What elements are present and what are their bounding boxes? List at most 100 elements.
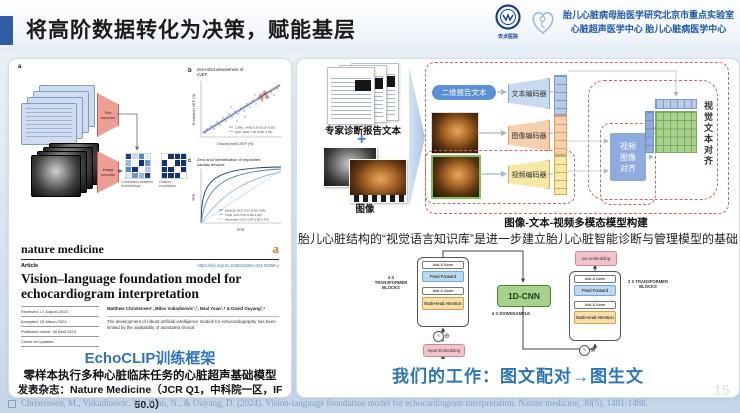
org-block: 安贞医院 胎儿心脏病母胎医学研究北京市重点实验室 心脏超声医学中心 胎儿心脏病医…	[493, 4, 734, 40]
panel-b-legend1: CSMC: MAE 8.30 (8.25–8.35)	[235, 126, 275, 130]
panel-b-xlabel: Ground truth LVEF (%)	[217, 142, 253, 146]
figure-panel-a-label: a	[18, 64, 22, 70]
journal-impact-caption: 发表杂志：Nature Medicine（JCR Q1，中科院一区，IF 50.…	[17, 384, 283, 411]
article-label: Article	[21, 263, 39, 269]
positional-encoding-icon: ∿	[579, 345, 590, 356]
cnn-box: 1D-CNN	[497, 285, 551, 307]
org-line2: 心脏超声医学中心 胎儿心脏病医学中心	[570, 24, 727, 34]
video-col-vector	[645, 111, 654, 153]
hospital-logo-icon	[495, 4, 521, 30]
org-line1: 胎儿心脏病母胎医学研究北京市重点实验室	[562, 10, 734, 20]
add-norm-box: Add & Norm	[422, 287, 464, 295]
video-input-thumb	[431, 155, 481, 199]
page-title: 将高阶数据转化为决策，赋能基层	[26, 19, 356, 42]
pipeline-caption: 图像-文本-视频多模态模型构建	[504, 217, 648, 229]
plus-circle-icon: ⊕	[590, 347, 596, 354]
image-input-thumb	[431, 112, 479, 154]
lvef-scatter-panel: b Zero-shot assessment of LVEF CSMC: MAE…	[188, 67, 282, 146]
citation-bullet-icon	[8, 400, 16, 408]
journal-section: nature medicine a Article https://doi.or…	[21, 241, 279, 347]
add-norm-box: Add & Norm	[574, 301, 616, 309]
desired-correlation-label: Desired correlation	[159, 180, 176, 189]
image-label: 图像	[355, 204, 375, 215]
panel-b-label: b	[188, 68, 192, 74]
multi-head-attention-box: Multi-Head Attention	[574, 311, 616, 324]
title-accent-bar	[0, 16, 13, 45]
open-access-icon: a	[272, 241, 280, 256]
right-transformer-block: Add & Norm Feed Forward Add & Norm Multi…	[569, 271, 621, 341]
echo-input-images	[323, 147, 407, 203]
paper-authors: Matthew Christensen¹, Milos Vukadinovic¹…	[107, 306, 266, 311]
panel-b-title2: LVEF	[197, 72, 208, 77]
video-branch-dashed-box	[425, 150, 575, 204]
visual-text-align-label: 视觉文本对齐	[703, 101, 713, 167]
input-embedding-box: Input Embedding	[423, 344, 465, 357]
panel-c-legend1: MitraClip (AUC 0.97 (0.95–0.98))	[225, 209, 266, 213]
left-panel-card: a Text encoder Image encoder Correlation…	[8, 58, 292, 411]
text-input-pill: 二维报告文本	[432, 85, 496, 100]
paper-abstract: The development of robust artificial int…	[107, 316, 279, 331]
positional-encoding-icon: ∿	[433, 331, 444, 342]
similarity-matrix	[655, 111, 697, 153]
panel-c-title1: Zero-shot identification of implanted	[197, 157, 260, 162]
video-image-align-dashed-box	[600, 123, 656, 205]
knowledge-base-text: 胎儿心脏结构的“视觉语言知识库”是进一步建立胎儿心脏智能诊断与管理模型的基础	[298, 232, 738, 246]
panel-b-title1: Zero-shot assessment of	[197, 67, 244, 72]
paper-dates: Received: 17 August 2023 Accepted: 28 Ma…	[21, 306, 99, 347]
multi-head-attention-box: Multi-Head Attention	[422, 297, 464, 310]
text-row-vector	[655, 99, 697, 109]
left-transformer-block: Add & Norm Feed Forward Add & Norm Multi…	[417, 257, 469, 327]
correlation-heatmap	[125, 153, 151, 179]
plus-circle-icon: ⊕	[444, 333, 450, 340]
image-encoder-shape: Image encoder	[97, 151, 119, 193]
add-norm-box: Add & Norm	[422, 261, 464, 269]
reports-label: 专家诊断报告文本	[324, 126, 401, 137]
video-image-align-box: 视频 图像 对齐	[610, 133, 646, 181]
our-work-text: 我们的工作：图文配对→图生文	[392, 367, 644, 386]
echoclip-caption: EchoCLIP训练框架	[84, 350, 216, 367]
panel-c-ylabel: TPR	[192, 193, 196, 201]
journal-masthead: nature medicine	[21, 242, 104, 256]
panel-c-legend3: Pacemaker (AUC 0.84 (0.82–0.87))	[225, 218, 269, 222]
report-text-stack	[21, 85, 97, 145]
zero-shot-caption: 零样本执行多种心脏临床任务的心脏超声基础模型	[23, 370, 277, 382]
citation-text: Christensen, M., Vukadinovic, M., Yuan, …	[21, 398, 648, 408]
check-updates-icon[interactable]: Check for updates	[21, 336, 99, 347]
accepted-date: Accepted: 28 March 2024	[21, 316, 99, 326]
right-panel-card: 专家诊断报告文本 + 图像 二维报告文本 文本编码器 图像编码器 视频编码器 视…	[296, 58, 740, 398]
paper-title: Vision–language foundation model for ech…	[21, 271, 242, 301]
feed-forward-box: Feed Forward	[574, 285, 616, 296]
fetal-heart-logo	[532, 11, 554, 34]
roc-panel: c Zero-shot identification of implanted …	[188, 157, 282, 232]
feature-vectors	[554, 75, 567, 195]
published-date: Published online: 30 April 2024	[21, 326, 99, 336]
image-encoder-label: Image encoder	[100, 167, 116, 177]
page-number: 15	[714, 382, 730, 398]
echo-image-stack	[31, 143, 101, 197]
slide-header: 将高阶数据转化为决策，赋能基层 安贞医院 胎儿心脏病母胎医学研究北京市重点实验室…	[0, 0, 740, 52]
pipeline-dashed-box: 二维报告文本 文本编码器 图像编码器 视频编码器 视频 图像 对齐 视觉文本对齐	[425, 62, 729, 214]
transformer-diagram: 4 X TRANSFORMER BLOCKS Add & Norm Feed F…	[367, 249, 677, 359]
doi-link[interactable]: https://doi.org/10.1038/s41591-024-02959…	[197, 263, 279, 268]
right-blocks-label: 2 X TRANSFORMER BLOCKS	[627, 279, 669, 290]
correlation-heatmap-label: Correlation between embeddings	[121, 180, 154, 189]
hospital-logo: 安贞医院	[493, 4, 523, 40]
downsample-label: 4 X DOWNSAMPLE	[491, 311, 531, 316]
plus-icon: +	[357, 131, 367, 148]
panel-b-legend2: SHC: MAE 7.26 (6.98–7.55)	[235, 130, 272, 134]
desired-correlation-heatmap	[161, 153, 187, 179]
panel-c-legend2: TAVR (AUC 0.92 (0.89–0.95))	[225, 213, 262, 217]
received-date: Received: 17 August 2023	[21, 306, 99, 316]
hospital-logo-label: 安贞医院	[497, 34, 518, 40]
text-encoder-label: Text encoder	[100, 110, 116, 120]
expert-reports-stack	[327, 63, 399, 125]
feed-forward-box: Feed Forward	[422, 271, 464, 282]
text-encoder-shape: Text encoder	[97, 93, 119, 137]
flow-arrow-triangle	[409, 67, 425, 207]
panel-c-title2: cardiac devices	[197, 162, 225, 167]
add-norm-box: Add & Norm	[574, 275, 616, 283]
panel-c-xlabel: FPR	[237, 228, 245, 232]
text-encoder-block: 文本编码器	[508, 78, 550, 109]
panel-b-ylabel: Predicted LVEF (%)	[192, 94, 196, 126]
image-encoder-block: 图像编码器	[508, 120, 550, 151]
